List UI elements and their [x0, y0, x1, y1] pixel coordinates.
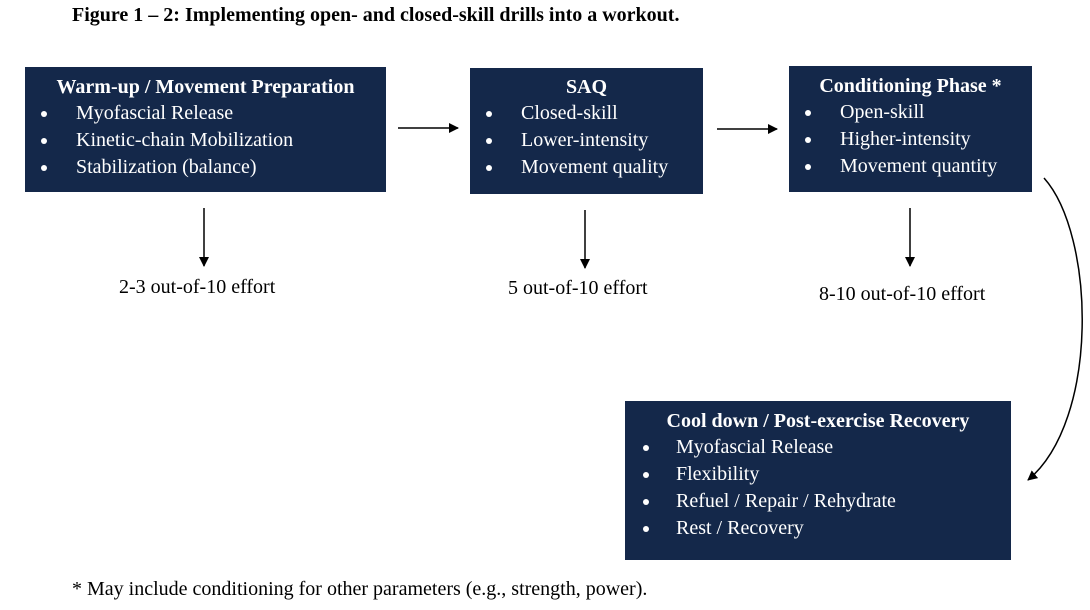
list-item: Open-skill — [789, 99, 1032, 126]
bullet-icon — [643, 526, 649, 532]
cooldown-box: Cool down / Post-exercise Recovery Myofa… — [625, 401, 1011, 560]
list-item: Stabilization (balance) — [25, 154, 386, 181]
list-item: Rest / Recovery — [625, 515, 1011, 542]
bullet-icon — [643, 472, 649, 478]
list-item: Higher-intensity — [789, 126, 1032, 153]
bullet-icon — [486, 138, 492, 144]
saq-box: SAQ Closed-skill Lower-intensity Movemen… — [470, 68, 703, 194]
bullet-icon — [486, 111, 492, 117]
bullet-icon — [41, 165, 47, 171]
effort-label-warmup: 2-3 out-of-10 effort — [119, 276, 276, 298]
bullet-icon — [805, 110, 811, 116]
list-item: Myofascial Release — [625, 434, 1011, 461]
bullet-icon — [41, 138, 47, 144]
bullet-icon — [643, 499, 649, 505]
cooldown-title: Cool down / Post-exercise Recovery — [666, 410, 970, 432]
list-item: Lower-intensity — [470, 127, 703, 154]
effort-label-saq: 5 out-of-10 effort — [508, 277, 648, 299]
list-item: Myofascial Release — [25, 100, 386, 127]
bullet-icon — [486, 165, 492, 171]
cooldown-list: Myofascial Release Flexibility Refuel / … — [625, 434, 1011, 542]
list-item: Flexibility — [625, 461, 1011, 488]
conditioning-title: Conditioning Phase * — [819, 75, 1002, 97]
list-item: Kinetic-chain Mobilization — [25, 127, 386, 154]
conditioning-list: Open-skill Higher-intensity Movement qua… — [789, 99, 1032, 180]
bullet-icon — [41, 111, 47, 117]
figure-title: Figure 1 – 2: Implementing open- and clo… — [72, 4, 680, 26]
bullet-icon — [805, 137, 811, 143]
saq-title: SAQ — [565, 76, 608, 98]
warmup-title: Warm-up / Movement Preparation — [56, 76, 355, 98]
conditioning-box: Conditioning Phase * Open-skill Higher-i… — [789, 66, 1032, 192]
list-item: Movement quantity — [789, 153, 1032, 180]
effort-label-conditioning: 8-10 out-of-10 effort — [819, 283, 986, 305]
list-item: Refuel / Repair / Rehydrate — [625, 488, 1011, 515]
list-item: Closed-skill — [470, 100, 703, 127]
bullet-icon — [805, 164, 811, 170]
bullet-icon — [643, 445, 649, 451]
saq-list: Closed-skill Lower-intensity Movement qu… — [470, 100, 703, 181]
footnote: * May include conditioning for other par… — [72, 578, 648, 600]
arrow-conditioning-to-cooldown — [1027, 177, 1083, 481]
warmup-box: Warm-up / Movement Preparation Myofascia… — [25, 67, 386, 192]
list-item: Movement quality — [470, 154, 703, 181]
warmup-list: Myofascial Release Kinetic-chain Mobiliz… — [25, 100, 386, 181]
